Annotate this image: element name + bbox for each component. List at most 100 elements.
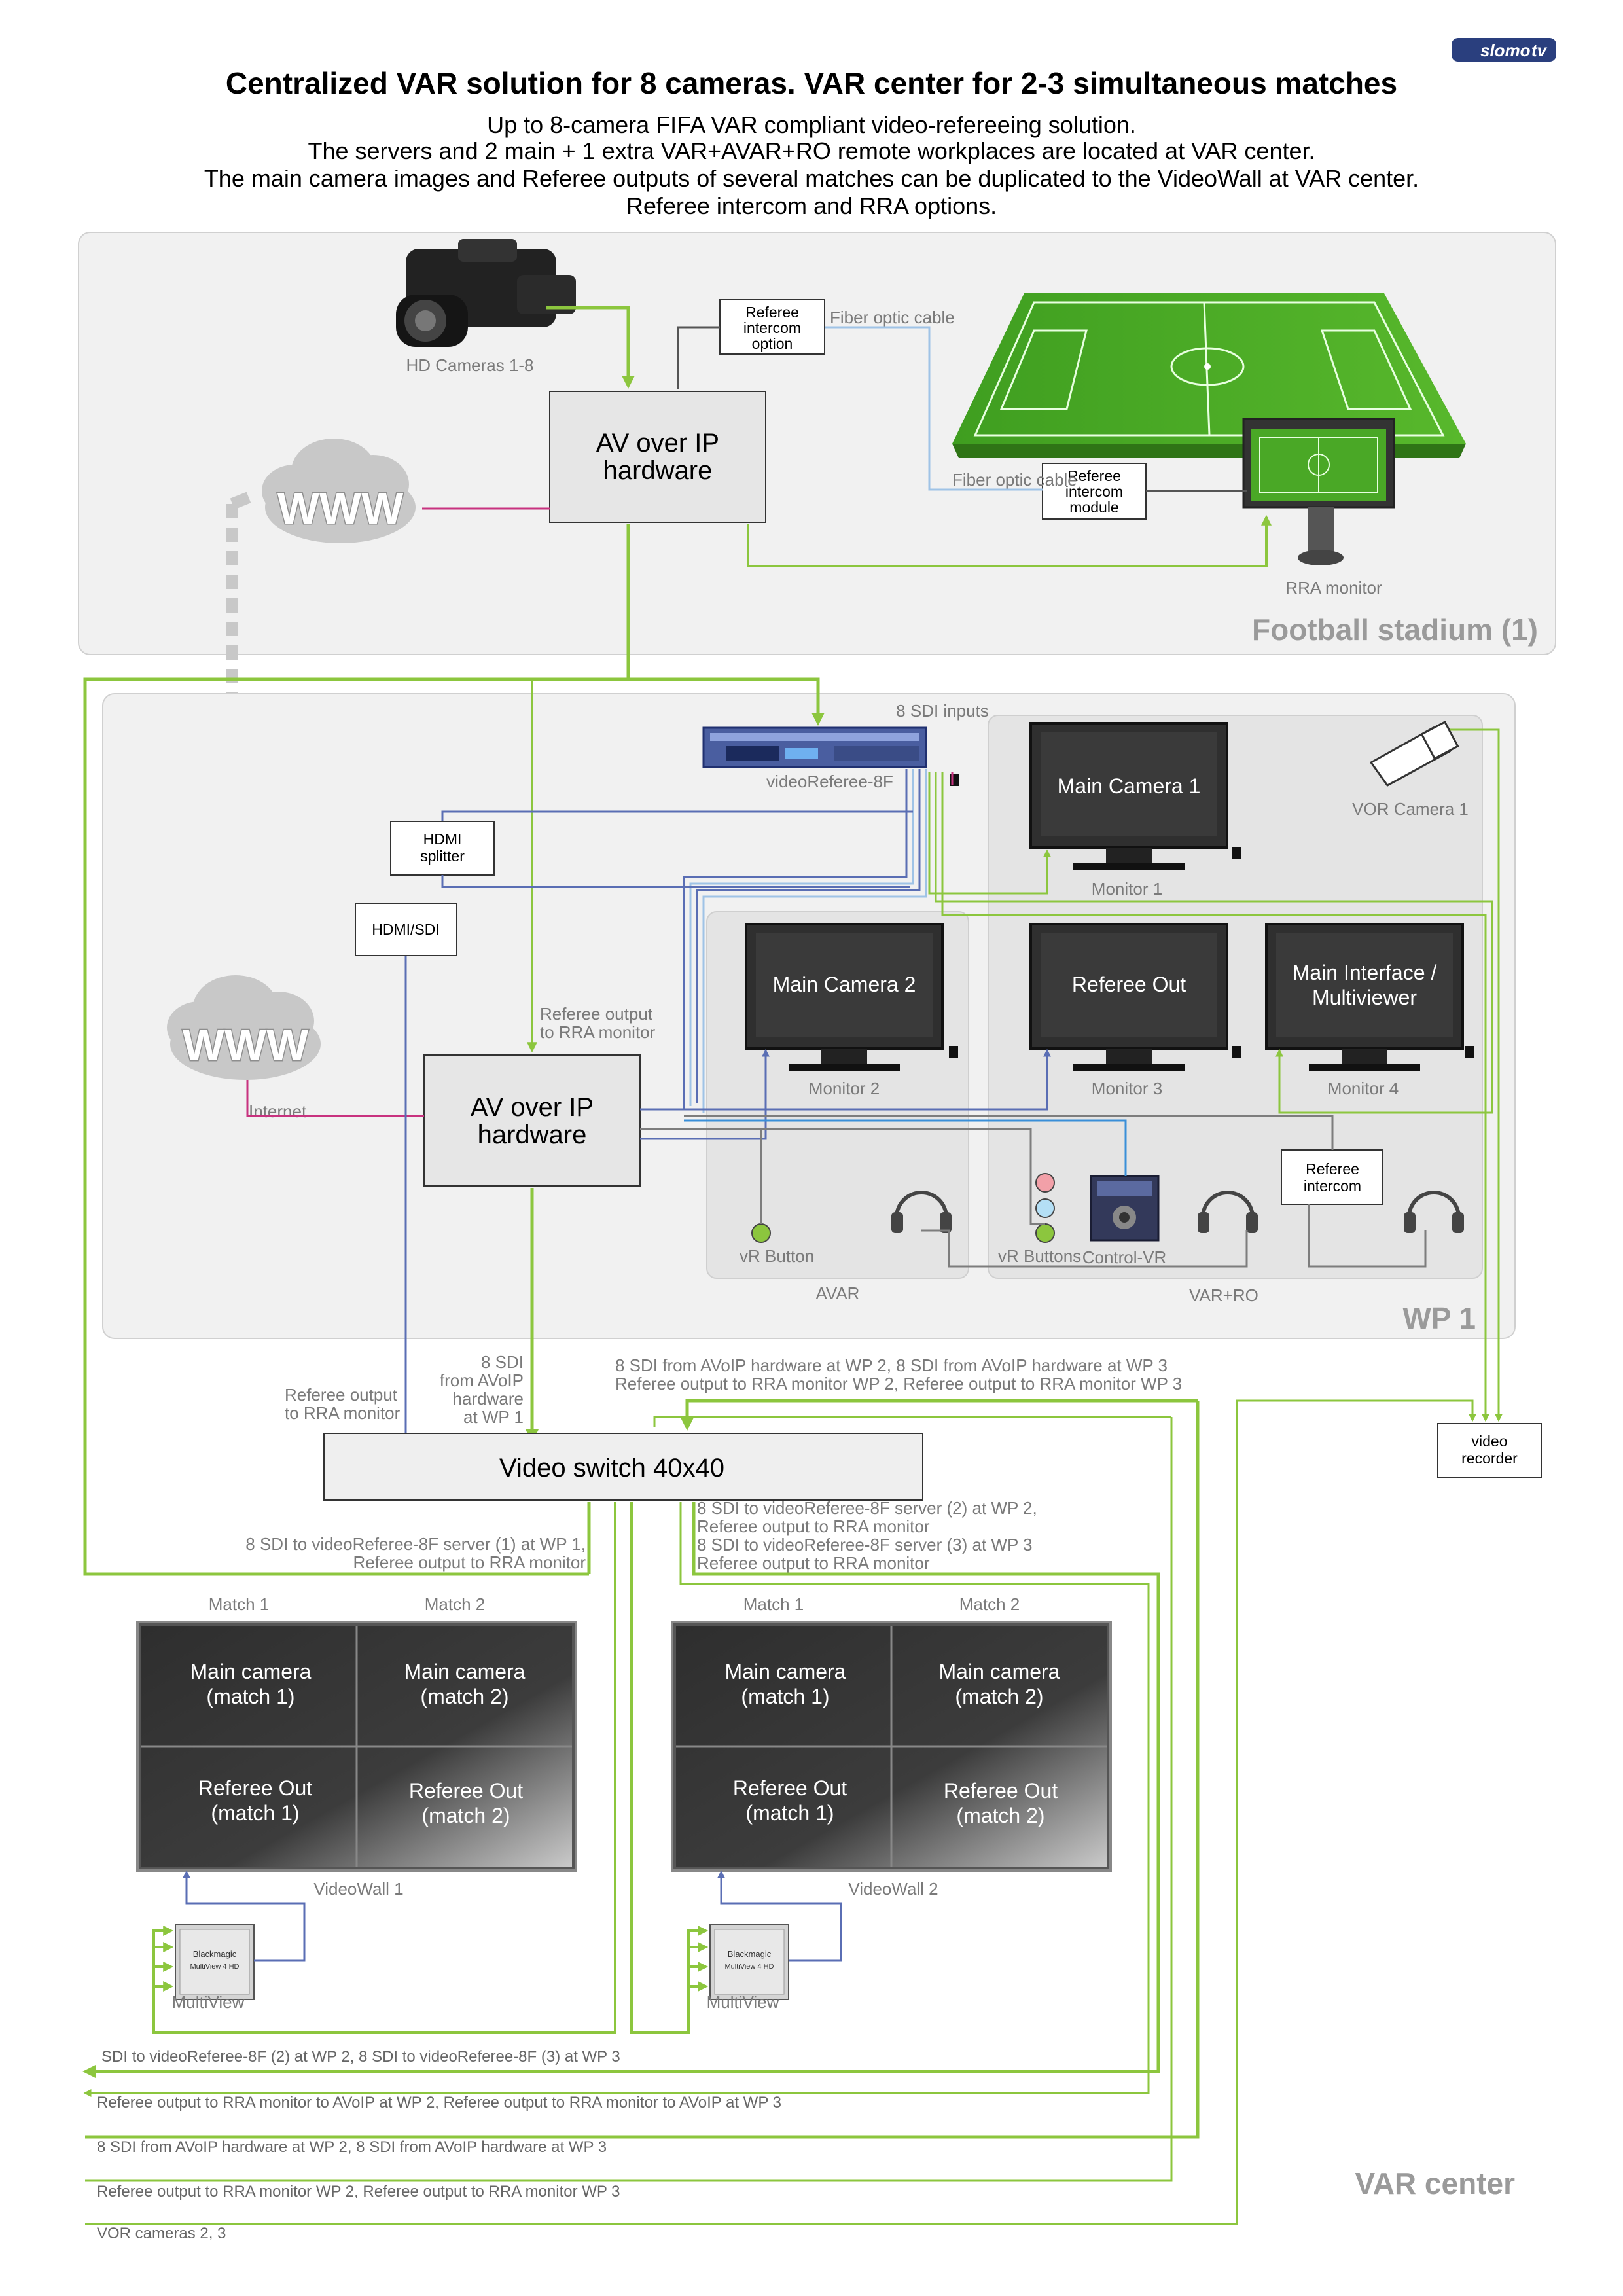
monitor-4-screen-1: Main Interface / xyxy=(1293,961,1437,984)
videowall-1-caption: VideoWall 1 xyxy=(313,1879,403,1899)
page-title: Centralized VAR solution for 8 cameras. … xyxy=(225,66,1398,100)
ref-out-note-2: to RRA monitor xyxy=(540,1022,656,1042)
video-recorder-box xyxy=(1437,1423,1542,1478)
vor-camera-label: VOR Camera 1 xyxy=(1352,799,1469,819)
vr-button-green-2 xyxy=(1035,1223,1055,1243)
multiview-device-2: Blackmagic MultiView 4 HD xyxy=(709,1924,789,2000)
hdmi-splitter-2: splitter xyxy=(420,848,465,865)
video-recorder-1: video xyxy=(1472,1433,1508,1450)
hd-camera-icon xyxy=(396,239,576,347)
to-wp23-note-4: Referee output to RRA monitor xyxy=(697,1553,930,1573)
to-wp23-note-3: 8 SDI to videoReferee-8F server (3) at W… xyxy=(697,1535,1033,1554)
www-cloud-icon-2 xyxy=(167,975,321,1080)
subtitle-line-3: The main camera images and Referee outpu… xyxy=(204,165,1419,192)
videowall-1 xyxy=(136,1621,577,1872)
intercom-module-1: Referee xyxy=(1067,467,1121,484)
vw1-cell-3b: (match 1) xyxy=(211,1801,299,1825)
bottom-line-5: VOR cameras 2, 3 xyxy=(97,2225,226,2242)
multiview-device-1: Blackmagic MultiView 4 HD xyxy=(175,1924,255,2000)
vw2-cell-1b: (match 1) xyxy=(741,1685,829,1708)
monitor-2-caption: Monitor 2 xyxy=(809,1079,880,1098)
vw1-match-1: Match 1 xyxy=(209,1594,270,1614)
subtitle-line-4: Referee intercom and RRA options. xyxy=(626,192,997,219)
video-switch-label: Video switch 40x40 xyxy=(499,1454,724,1482)
monitor-4-caption: Monitor 4 xyxy=(1328,1079,1399,1098)
video-switch-box xyxy=(323,1433,923,1501)
bottom-line-3: 8 SDI from AVoIP hardware at WP 2, 8 SDI… xyxy=(97,2138,607,2156)
www-label-2: WWW xyxy=(183,1020,309,1070)
bottom-line-2: Referee output to RRA monitor to AVoIP a… xyxy=(97,2094,781,2111)
server-label: videoReferee-8F xyxy=(766,772,893,791)
vw1-cell-1a: Main camera xyxy=(190,1660,312,1683)
sdi-note-1: 8 SDI xyxy=(481,1352,524,1372)
monitor-2: Main Camera 2 xyxy=(745,923,944,1071)
internet-label: Internet xyxy=(249,1102,307,1121)
www-label-1: WWW xyxy=(277,484,404,533)
ref-note-1: Referee output xyxy=(285,1385,398,1405)
ac-plug-icons xyxy=(949,774,1474,1058)
vw2-cell-4a: Referee Out xyxy=(944,1779,1058,1803)
fiber-label-2: Fiber optic cable xyxy=(952,470,1077,490)
vw1-cell-4a: Referee Out xyxy=(409,1779,523,1803)
control-vr-label: Control-VR xyxy=(1082,1247,1167,1267)
wp1-avoip-label-1: AV over IP xyxy=(471,1093,594,1122)
vr-button-red xyxy=(1035,1173,1055,1193)
ref-out-note-1: Referee output xyxy=(540,1004,653,1024)
vw1-cell-3a: Referee Out xyxy=(198,1776,312,1800)
videoreferee-server-icon xyxy=(702,726,927,768)
videowall-2 xyxy=(671,1621,1112,1872)
logo-suffix: tv xyxy=(1531,41,1548,60)
intercom-module-2: intercom xyxy=(1065,483,1123,500)
to-wp23-note-2: Referee output to RRA monitor xyxy=(697,1516,930,1536)
wp23-in-note-2: Referee output to RRA monitor WP 2, Refe… xyxy=(615,1374,1182,1393)
intercom-option-1: Referee xyxy=(745,304,799,321)
stadium-zone-label: Football stadium (1) xyxy=(1252,613,1538,647)
monitor-1: Main Camera 1 xyxy=(1029,722,1228,870)
rra-monitor-label: RRA monitor xyxy=(1285,578,1382,598)
hdmi-sdi-label: HDMI/SDI xyxy=(372,921,440,938)
mv2-brand: Blackmagic xyxy=(728,1949,772,1959)
wp1-zone-label: WP 1 xyxy=(1402,1301,1476,1335)
var-center-label: VAR center xyxy=(1355,2166,1515,2200)
vw2-cell-1a: Main camera xyxy=(725,1660,846,1683)
vw1-cell-4b: (match 2) xyxy=(421,1804,510,1827)
vw2-cell-3b: (match 1) xyxy=(745,1801,834,1825)
intercom-option-2: intercom xyxy=(743,319,801,336)
hdmi-splitter-box xyxy=(390,821,495,876)
multiview-2-label: MultiView xyxy=(707,1992,779,2012)
subtitle-line-1: Up to 8-camera FIFA VAR compliant video-… xyxy=(487,111,1136,138)
wp1-avoip-label-2: hardware xyxy=(478,1121,587,1149)
center-connections xyxy=(82,1399,1476,2225)
stadium-avoip-label-1: AV over IP xyxy=(596,429,719,457)
intercom-module-3: module xyxy=(1069,499,1118,516)
vw1-cell-2a: Main camera xyxy=(404,1660,526,1683)
video-recorder-2: recorder xyxy=(1461,1450,1518,1467)
bottom-line-1: SDI to videoReferee-8F (2) at WP 2, 8 SD… xyxy=(101,2048,620,2066)
monitor-3: Referee Out xyxy=(1029,923,1228,1071)
vw2-cell-2a: Main camera xyxy=(939,1660,1060,1683)
intercom-module-box xyxy=(1042,463,1147,520)
logo-brand: slomo xyxy=(1480,41,1531,60)
vw2-cell-2b: (match 2) xyxy=(955,1685,1043,1708)
www-cloud-icon-1 xyxy=(262,439,416,543)
to-wp1-note-1: 8 SDI to videoReferee-8F server (1) at W… xyxy=(245,1534,586,1554)
stadium-avoip-label-2: hardware xyxy=(603,456,713,485)
vw2-match-2: Match 2 xyxy=(959,1594,1020,1614)
vw1-cell-2b: (match 2) xyxy=(420,1685,508,1708)
vr-button-label: vR Button xyxy=(740,1246,814,1266)
avar-label: AVAR xyxy=(816,1283,860,1303)
sdi-note-2: from AVoIP xyxy=(440,1371,524,1390)
headset-icons xyxy=(895,1191,1461,1218)
mv1-brand: Blackmagic xyxy=(193,1949,237,1959)
bottom-line-4: Referee output to RRA monitor WP 2, Refe… xyxy=(97,2183,620,2200)
vw2-cell-3a: Referee Out xyxy=(733,1776,847,1800)
rra-monitor-icon xyxy=(1242,418,1395,565)
to-wp23-note-1: 8 SDI to videoReferee-8F server (2) at W… xyxy=(697,1498,1037,1518)
monitor-4: Main Interface / Multiviewer xyxy=(1265,923,1464,1071)
vw2-cell-4b: (match 2) xyxy=(956,1804,1044,1827)
var-ro-label: VAR+RO xyxy=(1189,1285,1258,1305)
stadium-avoip-box xyxy=(549,391,766,523)
hdmi-splitter-1: HDMI xyxy=(423,831,462,848)
wp1-avoip-box xyxy=(423,1054,641,1187)
